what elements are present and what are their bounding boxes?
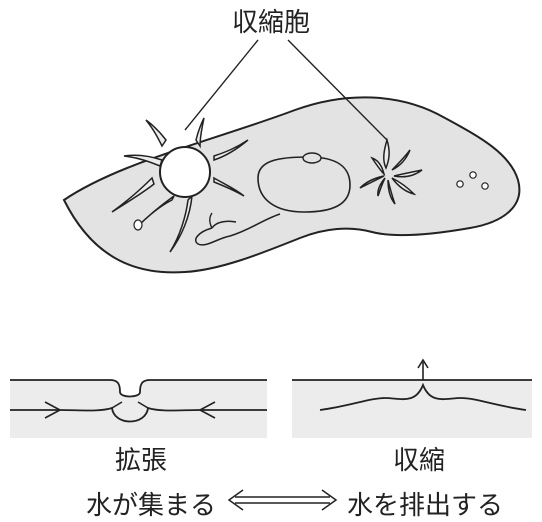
double-arrow xyxy=(229,490,336,510)
expansion-panel xyxy=(10,380,267,438)
water-collects-label: 水が集まる xyxy=(86,485,216,522)
expansion-label: 拡張 xyxy=(115,440,167,477)
contraction-label: 収縮 xyxy=(393,440,445,477)
pointer-line-left xyxy=(185,40,258,130)
contraction-panel xyxy=(292,360,532,438)
water-expelled-label: 水を排出する xyxy=(347,485,503,522)
nucleus xyxy=(258,153,350,212)
